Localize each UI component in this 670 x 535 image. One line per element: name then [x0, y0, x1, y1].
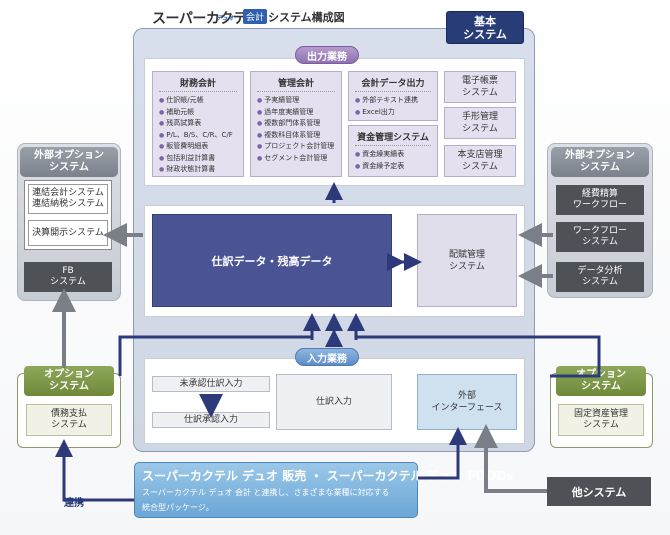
list-item: P/L、B/S、C/R、C/F — [159, 130, 237, 142]
product-description: スーパーカクテル デュオ 会計 と連携し、さまざまな業種に対応する — [142, 488, 390, 497]
data-analysis-box: データ分析システム — [556, 262, 644, 292]
input-section-label: 入力業務 — [295, 348, 359, 366]
left-option-title: オプションシステム — [24, 366, 114, 396]
branch-label: 本支店管理システム — [457, 150, 503, 172]
list-item: 資金繰予定表 — [355, 161, 431, 173]
title-logo-sub: デュオ — [216, 15, 235, 22]
management-list: 予実績管理過年度実績管理複数部門体系管理複数科目体系管理プロジェクト会計管理セグ… — [257, 95, 335, 164]
basic-system-badge: 基本システム — [446, 11, 524, 44]
list-item: 財政状態計算書 — [159, 164, 237, 176]
journal-data-box: 仕訳データ・残高データ — [152, 214, 392, 307]
fund-box: 資金管理システム 資金繰実績表資金繰予定表 — [348, 125, 438, 177]
output-section-label: 出力業務 — [295, 46, 359, 64]
right-option-link — [357, 335, 601, 378]
title-logo: スーパーカクテル — [152, 11, 260, 27]
workflow-system-box: ワークフローシステム — [556, 222, 644, 252]
product-panel — [134, 462, 418, 518]
title-badge: 会計 — [243, 9, 268, 24]
list-item: 資金繰実績表 — [355, 149, 431, 161]
list-item: 補助元帳 — [159, 107, 237, 119]
fund-list: 資金繰実績表資金繰予定表 — [355, 149, 431, 172]
disclosure-system-box: 決算開示システム — [28, 220, 108, 246]
external-interface-box: 外部インターフェース — [417, 374, 517, 430]
unapproved-label: 未承認仕訳入力 — [179, 379, 243, 389]
allocation-label: 配賦管理システム — [448, 249, 485, 272]
allocation-box: 配賦管理システム — [417, 214, 517, 307]
bottom-left-link — [55, 439, 134, 502]
right-option-title: オプションシステム — [556, 366, 646, 396]
unapproved-box: 未承認仕訳入力 — [152, 376, 270, 392]
financial-list: 仕訳帳/元帳補助元帳残高試算表P/L、B/S、C/R、C/F販管費明細表包括利益… — [159, 95, 237, 176]
bottom-to-interface-link — [418, 427, 467, 480]
financial-title: 財務会計 — [159, 76, 237, 92]
e-ledger-label: 電子帳票システム — [461, 76, 498, 98]
debt-payment-box: 債務支払システム — [26, 404, 112, 436]
other-system-link — [474, 424, 547, 493]
list-item: 仕訳帳/元帳 — [159, 95, 237, 107]
financial-box: 財務会計 仕訳帳/元帳補助元帳残高試算表P/L、B/S、C/R、C/F販管費明細… — [152, 71, 244, 177]
right-external-title: 外部オプションシステム — [551, 147, 649, 177]
management-title: 管理会計 — [257, 76, 335, 92]
list-item: 外部テキスト連携 — [355, 95, 431, 107]
management-box: 管理会計 予実績管理過年度実績管理複数部門体系管理複数科目体系管理プロジェクト会… — [250, 71, 342, 177]
list-item: 複数科目体系管理 — [257, 130, 335, 142]
data-output-list: 外部テキスト連携Excel出力 — [355, 95, 431, 118]
data-output-title: 会計データ出力 — [355, 76, 431, 92]
fund-title: 資金管理システム — [355, 130, 431, 146]
list-item: 販管費明細表 — [159, 141, 237, 153]
list-item: 残高試算表 — [159, 118, 237, 130]
expense-workflow-box: 経費精算ワークフロー — [556, 185, 644, 215]
journal-data-label: 仕訳データ・残高データ — [211, 254, 333, 268]
left-option-link — [118, 335, 313, 376]
consolidated-system-box: 連結会計システム連結納税システム — [28, 184, 108, 214]
product-description-2: 統合型パッケージ。 — [142, 503, 214, 512]
title-text: システム構成図 — [268, 11, 345, 24]
journal-input-label: 仕訳入力 — [315, 397, 352, 407]
list-item: プロジェクト会計管理 — [257, 141, 335, 153]
journal-input-box: 仕訳入力 — [276, 374, 392, 430]
bill-label: 手形管理システム — [461, 112, 498, 134]
fixed-asset-box: 固定資産管理システム — [558, 404, 644, 436]
approval-label: 仕訳承認入力 — [183, 415, 238, 425]
list-item: 過年度実績管理 — [257, 107, 335, 119]
bill-box: 手形管理システム — [444, 107, 516, 139]
list-item: 複数部門体系管理 — [257, 118, 335, 130]
list-item: 包括利益計算書 — [159, 153, 237, 165]
left-external-title: 外部オプションシステム — [20, 147, 118, 177]
external-interface-label: 外部インターフェース — [431, 391, 503, 413]
list-item: セグメント会計管理 — [257, 153, 335, 165]
link-label: 連携 — [64, 498, 84, 509]
other-system-box: 他システム — [547, 477, 651, 506]
data-output-box: 会計データ出力 外部テキスト連携Excel出力 — [348, 71, 438, 121]
e-ledger-box: 電子帳票システム — [444, 71, 516, 103]
basic-system-label: 基本システム — [463, 14, 507, 41]
branch-box: 本支店管理システム — [444, 145, 516, 177]
list-item: Excel出力 — [355, 107, 431, 119]
list-item: 予実績管理 — [257, 95, 335, 107]
